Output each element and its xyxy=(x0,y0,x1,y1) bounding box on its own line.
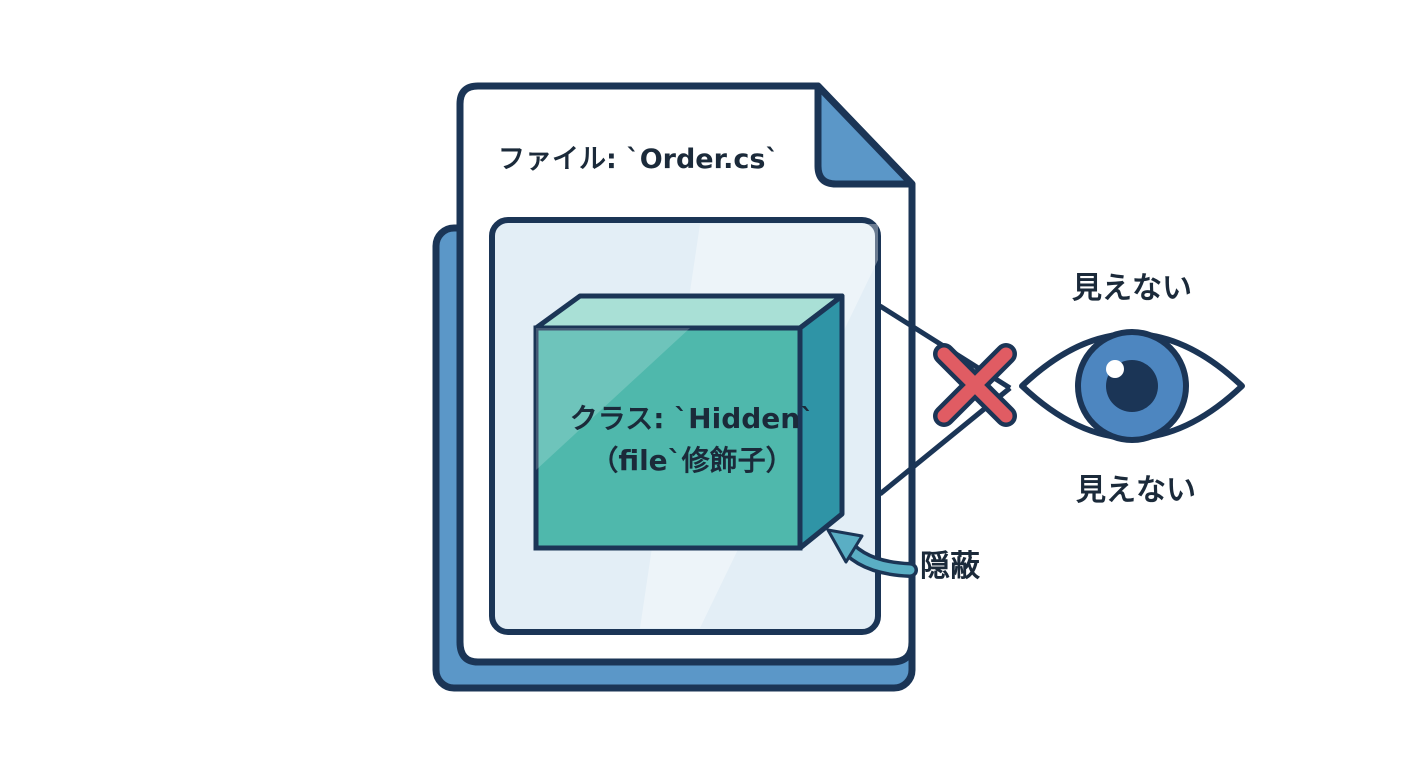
hidden-class-box xyxy=(533,293,845,551)
conceal-label: 隠蔽 xyxy=(920,549,981,584)
blocked-x-icon xyxy=(933,343,1017,427)
file-folded-corner xyxy=(814,82,916,188)
eye-glint xyxy=(1106,360,1124,378)
hidden-class-name: クラス: `Hidden` xyxy=(570,402,814,435)
eye-label-top: 見えない xyxy=(1072,271,1192,306)
box-top-face xyxy=(533,293,845,331)
box-front-face xyxy=(533,325,803,551)
curved-arrow-icon xyxy=(826,528,918,578)
eye-label-bottom: 見えない xyxy=(1076,473,1196,508)
box-front-sheen xyxy=(536,328,690,470)
file-title: ファイル: `Order.cs` xyxy=(498,144,779,175)
eye-icon xyxy=(1019,329,1245,443)
hidden-class-modifier: （file`修飾子） xyxy=(590,444,793,477)
